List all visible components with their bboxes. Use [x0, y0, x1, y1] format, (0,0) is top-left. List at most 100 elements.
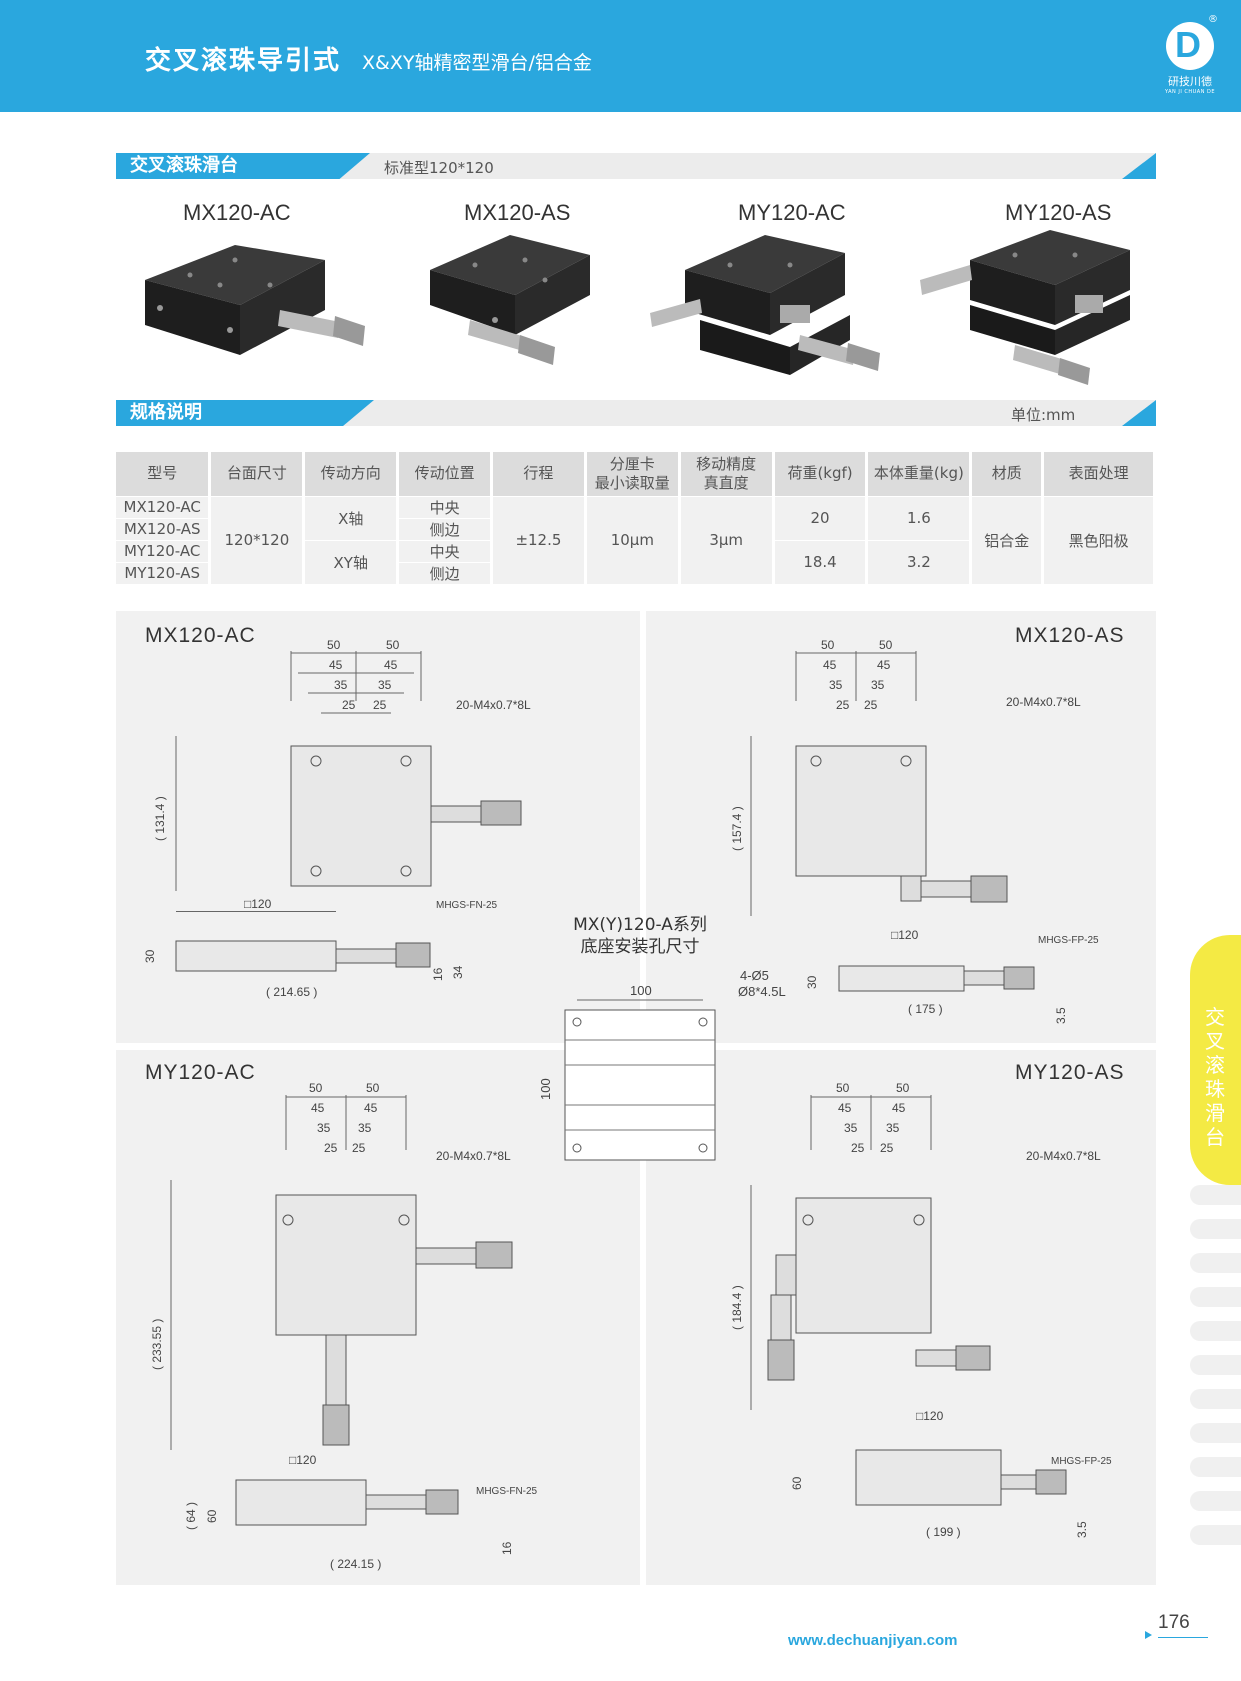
cell-material: 铝合金 — [970, 495, 1045, 584]
dim-top-50a: 50 — [327, 638, 341, 652]
page-number: 176 — [1158, 1612, 1190, 1633]
micrometer-label: MHGS-FP-25 — [1051, 1456, 1112, 1467]
col-direction: 传动方向 — [303, 452, 400, 496]
cell-surface: 黑色阳极 — [1042, 495, 1156, 584]
base-title-1: MX(Y)120-A系列 — [573, 915, 707, 935]
col-table-size: 台面尺寸 — [209, 452, 306, 496]
header-subtitle: X&XY轴精密型滑台/铝合金 — [362, 52, 592, 74]
cell-position: 侧边 — [397, 517, 493, 540]
product-photo-my120-ac — [650, 235, 880, 375]
dim-top-25b: 25 — [352, 1141, 366, 1155]
dim-top-35b: 35 — [871, 678, 885, 692]
col-position: 传动位置 — [397, 452, 493, 496]
section-corner — [1122, 153, 1156, 179]
dim-top-45b: 45 — [877, 658, 891, 672]
dim-h60: 60 — [205, 1509, 219, 1523]
product-photo-mx120-as — [430, 235, 590, 365]
section-bar-products: 交叉滚珠滑台 标准型120*120 — [116, 153, 1156, 179]
cell-table-size: 120*120 — [209, 495, 306, 584]
product-name-2: MX120-AS — [464, 200, 571, 225]
width-label: □120 — [891, 928, 919, 942]
dim-height: ( 157.4 ) — [730, 806, 744, 851]
col-min-reading-line2: 最小读取量 — [594, 473, 670, 492]
col-accuracy-line2: 真直度 — [703, 473, 749, 492]
dim-top-50a: 50 — [821, 638, 835, 652]
dim-top-35a: 35 — [317, 1121, 331, 1135]
drawing-mx120-as: 50 50 45 45 35 35 25 25 20-M4x0.7*8L ( 1… — [730, 638, 1099, 1024]
dim-top-35a: 35 — [334, 678, 348, 692]
cell-accuracy: 3μm — [679, 495, 775, 584]
base-height: 100 — [538, 1078, 553, 1100]
drawing-mx120-ac: 50 50 45 45 35 35 25 25 20-M4x0.7*8L ( 1… — [143, 638, 531, 999]
col-accuracy-line1: 移动精度 — [696, 454, 757, 473]
base-note: MX(Y)120-A系列 底座安装孔尺寸 — [540, 914, 740, 958]
dim-top-25b: 25 — [880, 1141, 894, 1155]
col-weight: 本体重量(kg) — [866, 452, 973, 496]
cell-weight-xy: 3.2 — [866, 539, 973, 584]
dim-top-35b: 35 — [378, 678, 392, 692]
drawing-base: 100 100 4-Ø5 Ø8*4.5L — [538, 968, 786, 1161]
dim-h35: 3.5 — [1054, 1007, 1068, 1024]
spec-table: 型号 台面尺寸 传动方向 传动位置 行程 分厘卡最小读取量 移动精度真直度 荷重… — [116, 452, 1156, 584]
brand-logo: D ® 研技川德 YAN JI CHUAN DE — [1160, 14, 1220, 98]
section-tab-specs: 规格说明 — [116, 400, 374, 426]
drawing-my120-as: 50 50 45 45 35 35 25 25 20-M4x0.7*8L ( 1… — [730, 1081, 1112, 1539]
dim-top-45a: 45 — [329, 658, 343, 672]
dim-h30: 30 — [805, 975, 819, 989]
dim-height: ( 184.4 ) — [730, 1285, 744, 1330]
col-min-reading-line1: 分厘卡 — [609, 454, 655, 473]
page-underline — [1158, 1637, 1208, 1638]
cell-stroke: ±12.5 — [491, 495, 587, 584]
dim-top-25a: 25 — [324, 1141, 338, 1155]
header-title: 交叉滚珠导引式 — [145, 46, 342, 76]
section-tab-products: 交叉滚珠滑台 — [116, 153, 370, 179]
drawing-my120-ac: 50 50 45 45 35 35 25 25 20-M4x0.7*8L ( 2… — [150, 1081, 538, 1571]
dim-h60: 60 — [790, 1476, 804, 1490]
cell-model: MX120-AS — [116, 517, 212, 540]
dim-length: ( 175 ) — [908, 1002, 943, 1016]
dim-top-35a: 35 — [829, 678, 843, 692]
col-accuracy: 移动精度真直度 — [679, 452, 775, 496]
cell-model: MY120-AS — [116, 561, 212, 584]
cell-min-reading: 10μm — [585, 495, 681, 584]
drawing-label-1: MX120-AC — [145, 624, 256, 647]
dim-top-50a: 50 — [309, 1081, 323, 1095]
table-row: MX120-AC 120*120 X轴 中央 ±12.5 10μm 3μm 20… — [116, 495, 1156, 584]
side-stripes — [1190, 1185, 1241, 1605]
page-header: 交叉滚珠导引式 X&XY轴精密型滑台/铝合金 D ® 研技川德 YAN JI C… — [0, 0, 1241, 112]
page-arrow-icon — [1145, 1631, 1152, 1639]
dim-top-50b: 50 — [896, 1081, 910, 1095]
thread-note: 20-M4x0.7*8L — [456, 698, 531, 712]
side-tab-label: 交叉滚珠滑台 — [1205, 1005, 1225, 1149]
base-title-2: 底座安装孔尺寸 — [580, 937, 700, 957]
cell-direction-x: X轴 — [303, 495, 400, 540]
thread-note: 20-M4x0.7*8L — [436, 1149, 511, 1163]
cell-position: 侧边 — [397, 561, 493, 584]
side-tab[interactable]: 交叉滚珠滑台 — [1190, 935, 1241, 1185]
cell-position: 中央 — [397, 495, 493, 518]
table-row: MY120-AC XY轴 中央 18.4 3.2 — [116, 539, 1155, 584]
dim-top-50b: 50 — [879, 638, 893, 652]
thread-note: 20-M4x0.7*8L — [1026, 1149, 1101, 1163]
dim-top-50b: 50 — [366, 1081, 380, 1095]
dim-top-25b: 25 — [864, 698, 878, 712]
cell-position: 中央 — [397, 539, 493, 562]
cell-model: MX120-AC — [116, 495, 212, 518]
drawing-label-2: MX120-AS — [1015, 624, 1125, 647]
width-label: □120 — [916, 1409, 944, 1423]
drawing-label-3: MY120-AC — [145, 1061, 256, 1084]
footer-url[interactable]: www.dechuanjiyan.com — [788, 1632, 958, 1649]
logo-english: YAN JI CHUAN DE — [1164, 89, 1216, 95]
col-model: 型号 — [116, 452, 212, 496]
cell-weight-x: 1.6 — [866, 495, 973, 540]
dim-h30: 30 — [143, 949, 157, 963]
col-min-reading: 分厘卡最小读取量 — [585, 452, 681, 496]
micrometer-label: MHGS-FN-25 — [476, 1486, 538, 1497]
base-width: 100 — [630, 983, 652, 998]
dim-top-45a: 45 — [311, 1101, 325, 1115]
cell-load-xy: 18.4 — [773, 539, 869, 584]
col-stroke: 行程 — [491, 452, 587, 496]
col-surface: 表面处理 — [1042, 452, 1156, 496]
product-name-4: MY120-AS — [1005, 200, 1112, 225]
width-label: □120 — [289, 1453, 317, 1467]
